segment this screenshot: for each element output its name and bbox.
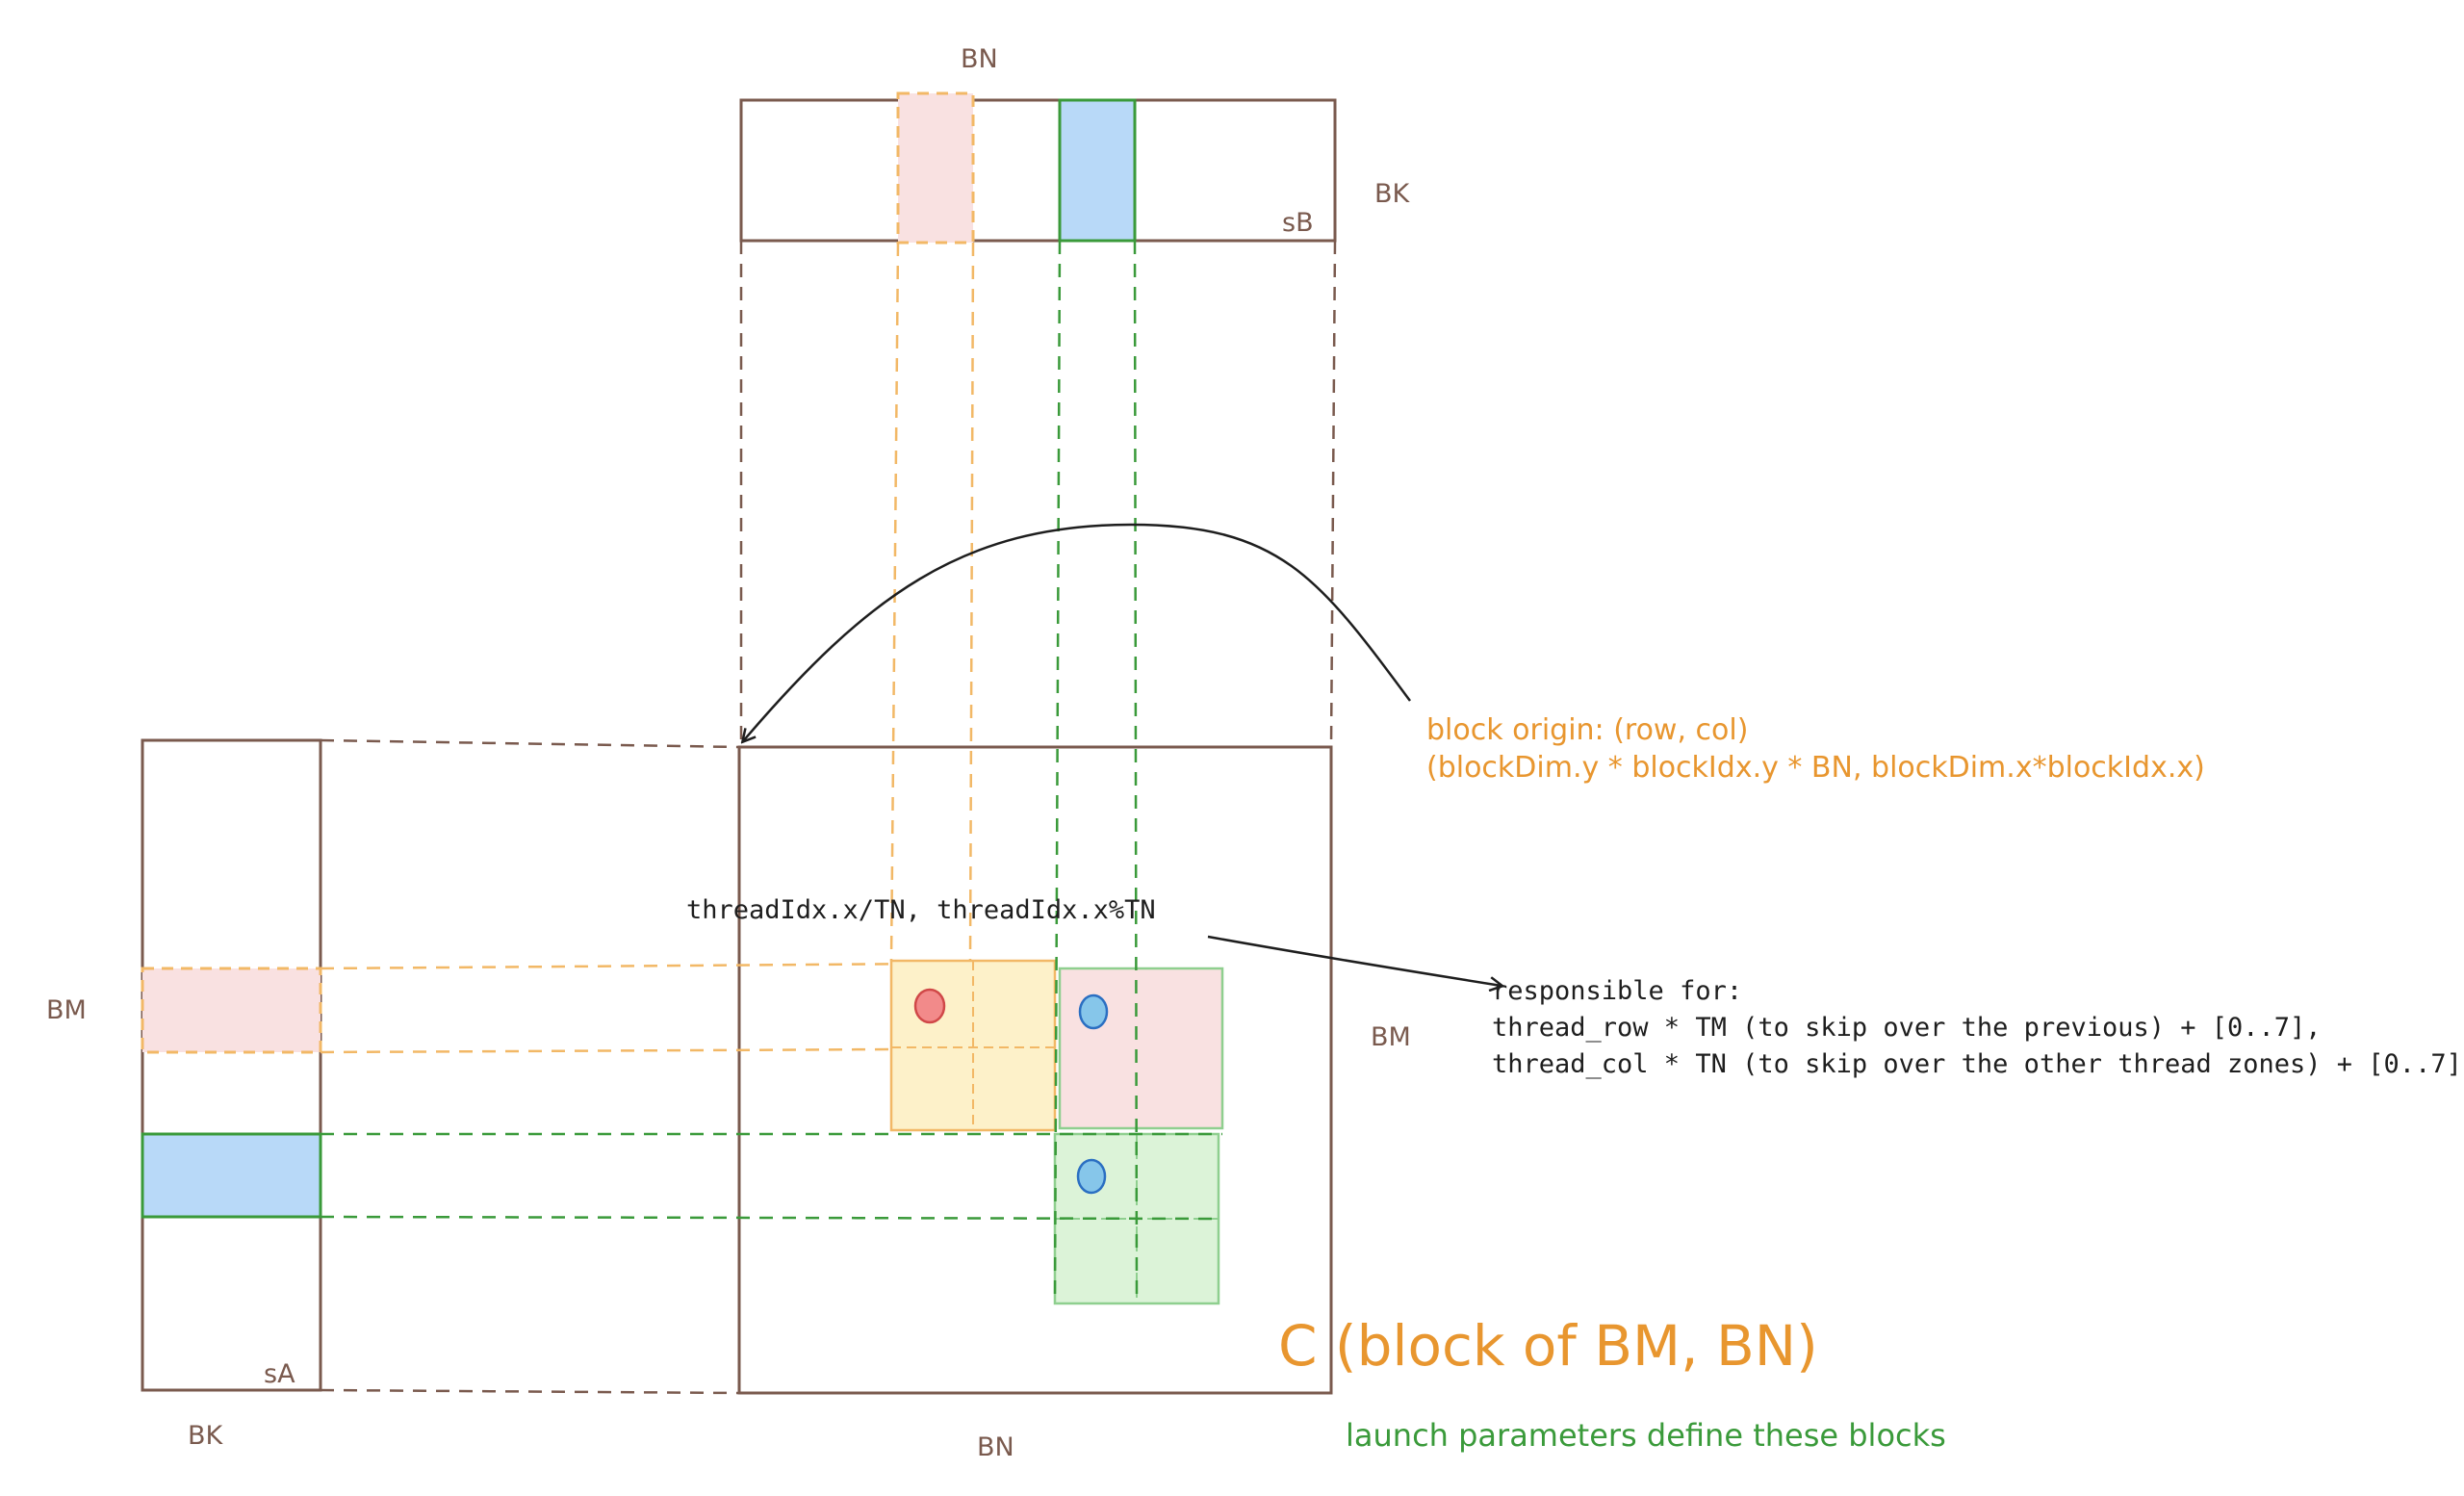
responsible-line3: thread_col * TN (to skip over the other … <box>1492 1049 2462 1079</box>
thread-responsibility-arrow <box>1207 935 1502 986</box>
sa-pink-row <box>141 967 322 1054</box>
sa-label: sA <box>264 1359 295 1389</box>
block-origin-arrow <box>743 523 1412 741</box>
thread-index-label: threadIdx.x/TN, threadIdx.x%TN <box>686 895 1156 925</box>
c-block <box>737 745 1333 1395</box>
bottom-bn-label: BN <box>977 1432 1014 1462</box>
frame-projection-lines <box>320 240 1337 1395</box>
blue-thread-dot-lower <box>1076 1158 1107 1195</box>
responsible-line2: thread_row * TM (to skip over the previo… <box>1492 1013 2322 1043</box>
launch-note: launch parameters define these blocks <box>1346 1417 1946 1454</box>
responsible-line1: responsible for: <box>1492 976 1742 1006</box>
left-bm-label: BM <box>46 995 87 1025</box>
c-block-title: C (block of BM, BN) <box>1278 1313 1818 1379</box>
green-projection-lines <box>320 240 1222 1304</box>
sb-label: sB <box>1282 208 1314 238</box>
right-bm-label: BM <box>1371 1022 1411 1052</box>
sa-tile <box>141 738 322 1392</box>
bottom-bk-label: BK <box>188 1421 224 1451</box>
thread-tile-pink <box>1058 967 1224 1130</box>
block-origin-line2: (blockDim.y * blockIdx.y * BN, blockDim.… <box>1426 751 2205 785</box>
sb-blue-column <box>1058 98 1137 243</box>
blue-thread-dot-upper <box>1078 993 1109 1030</box>
top-bn-label: BN <box>961 44 998 74</box>
top-bk-label: BK <box>1374 179 1411 209</box>
sb-pink-column <box>896 91 975 245</box>
block-origin-line1: block origin: (row, col) <box>1426 713 1748 747</box>
red-thread-dot <box>913 988 946 1024</box>
orange-projection-lines <box>320 242 1056 1054</box>
sa-blue-row <box>141 1132 322 1219</box>
sb-tile <box>739 98 1337 243</box>
